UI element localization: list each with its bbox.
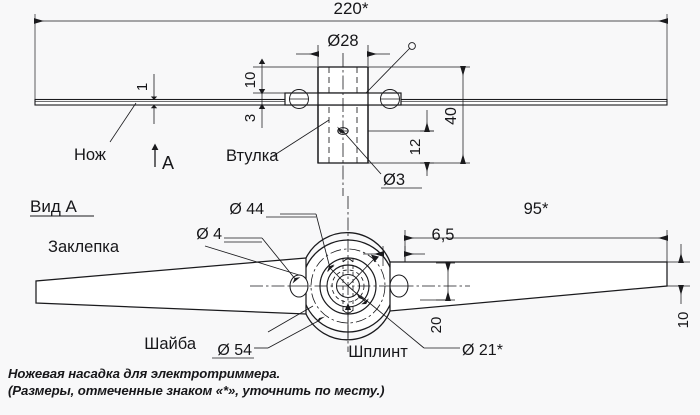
dim-text-10: 10 [242, 72, 259, 89]
dim-text-40: 40 [443, 107, 460, 125]
dim-text-dia3: Ø3 [383, 171, 405, 189]
label-knife: Нож [74, 146, 106, 164]
rivet-left-top [289, 89, 309, 109]
label-cotter-pin: Шплинт [348, 343, 408, 361]
hub-arc-bottom [305, 310, 391, 341]
dim-10-tip [667, 244, 690, 304]
leader-knife [109, 102, 137, 143]
dim-6-5 [363, 246, 425, 266]
dim-text-dia54: Ø 54 [217, 342, 252, 359]
rivet-right-view-a [389, 274, 409, 298]
dim-text-220: 220* [334, 0, 369, 18]
rivet-left-view-a [289, 274, 309, 298]
dim-20 [420, 262, 455, 301]
label-washer: Шайба [144, 335, 197, 353]
dim-text-20: 20 [428, 317, 445, 334]
top-view-group [34, 14, 668, 196]
dim-text-dia21: Ø 21* [462, 342, 503, 359]
leader-bushing-wall [365, 42, 416, 94]
dim-text-thickness: 1 [134, 83, 151, 91]
dim-text-dia4: Ø 4 [196, 226, 222, 243]
dim-text-95: 95* [524, 200, 549, 218]
dim-thickness-1 [150, 74, 158, 124]
blade-left [35, 257, 307, 315]
dim-text-10-tip: 10 [675, 312, 692, 329]
rivet-right-top [380, 89, 400, 109]
ext-lines-220 [34, 14, 668, 100]
label-bushing: Втулка [226, 147, 279, 165]
caption-line-2: (Размеры, отмеченные знаком «*», уточнит… [8, 382, 385, 398]
radial-leaders [204, 213, 460, 349]
caption-line-1: Ножевая насадка для электротриммера. [8, 366, 281, 381]
leader-dia3 [337, 126, 382, 175]
leader-bushing [272, 119, 330, 157]
top-view-text: 220* Ø28 1 10 3 12 40 Нож A Втулка Ø3 [74, 0, 460, 189]
dim-40 [368, 66, 470, 164]
dim-10-3 [253, 58, 318, 128]
view-a-group [30, 196, 690, 352]
dim-text-3: 3 [242, 114, 259, 122]
dim-text-6-5: 6,5 [432, 226, 455, 244]
dim-text-dia28: Ø28 [327, 32, 358, 50]
dim-text-12: 12 [407, 139, 424, 156]
label-section-a: A [162, 153, 174, 173]
section-arrow-a [151, 143, 159, 167]
view-a-title: Вид А [30, 197, 77, 216]
label-rivet: Заклепка [48, 238, 120, 256]
dim-underlines [212, 187, 422, 359]
dim-dia28 [296, 45, 390, 66]
figure-caption: Ножевая насадка для электротриммера. (Ра… [8, 366, 508, 399]
dim-text-dia44: Ø 44 [229, 201, 264, 218]
view-a-text: Вид А Ø 44 Ø 4 Заклепка Шайба Ø 54 Шплин… [30, 197, 692, 361]
